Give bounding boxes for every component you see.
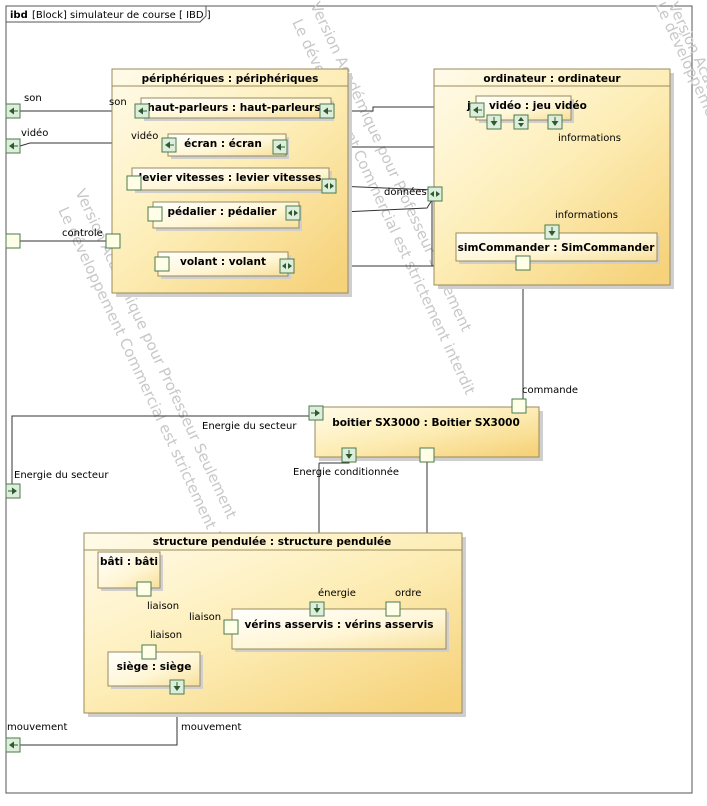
port-verins-ordre[interactable] [385, 601, 401, 617]
ports [5, 102, 563, 753]
frame-title: [Block] simulateur de course [ IBD ] [32, 10, 211, 21]
port-controle-peripheriques[interactable] [105, 233, 121, 249]
port-jeu-video-son[interactable] [469, 102, 485, 118]
port-siege-mouvement[interactable] [169, 679, 185, 695]
port-verins-energie[interactable] [309, 601, 325, 617]
label-son-inner: son [109, 97, 127, 108]
label-liaison-1: liaison [147, 601, 179, 612]
port-jeu-video-informations[interactable] [547, 114, 563, 130]
part-levier-vitesses[interactable]: levier vitesses : levier vitesses [131, 167, 332, 193]
port-son-peripheriques[interactable] [134, 103, 150, 119]
label-energie-secteur-1: Energie du secteur [202, 421, 297, 432]
label-liaison-2: liaison [189, 612, 221, 623]
port-pedalier-controle[interactable] [147, 206, 163, 222]
port-boitier-ordre[interactable] [419, 447, 435, 463]
label-son-outer: son [24, 93, 42, 104]
part-title: simCommander : SimCommander [458, 242, 656, 254]
block-title: périphériques : périphériques [142, 73, 319, 85]
port-boitier-commande[interactable] [511, 398, 527, 414]
part-bati[interactable]: bâti : bâti [97, 551, 163, 591]
label-controle: controle [62, 228, 103, 239]
port-mouvement-outer[interactable] [5, 737, 21, 753]
label-energie-secteur-2: Energie du secteur [14, 470, 109, 481]
port-volant-controle[interactable] [154, 256, 170, 272]
label-liaison-3: liaison [150, 630, 182, 641]
port-verins-liaison[interactable] [223, 619, 239, 635]
part-verins-asservis[interactable]: vérins asservis : vérins asservis [231, 608, 449, 652]
port-boitier-energie-conditionnee[interactable] [341, 447, 357, 463]
block-title: structure pendulée : structure pendulée [153, 536, 392, 548]
port-controle-outer[interactable] [5, 233, 21, 249]
port-jeu-video-donnees[interactable] [513, 114, 529, 130]
part-title: levier vitesses : levier vitesses [139, 172, 322, 184]
port-levier-donnees[interactable] [321, 178, 337, 194]
port-video-peripheriques[interactable] [161, 137, 177, 153]
part-title: pédalier : pédalier [168, 206, 278, 218]
label-video-outer: vidéo [21, 127, 48, 139]
part-haut-parleurs[interactable]: haut-parleurs : haut-parleurs [140, 97, 334, 121]
port-energie-secteur-outer[interactable] [5, 483, 21, 499]
part-title: vérins asservis : vérins asservis [245, 619, 434, 631]
port-haut-parleurs-out[interactable] [319, 103, 335, 119]
port-video-outer[interactable] [5, 138, 21, 154]
part-title: volant : volant [180, 256, 266, 268]
label-informations-1: informations [558, 133, 621, 144]
label-video-inner: vidéo [131, 130, 158, 142]
label-mouvement-outer: mouvement [7, 722, 67, 733]
part-title: siège : siège [117, 661, 192, 673]
part-ecran[interactable]: écran : écran [167, 133, 289, 159]
port-volant-donnees[interactable] [279, 258, 295, 274]
label-donnees: données [384, 186, 427, 198]
port-bati-liaison[interactable] [136, 581, 152, 597]
port-simcommander-informations[interactable] [544, 224, 560, 240]
part-siege[interactable]: siège : siège [107, 651, 203, 689]
port-pedalier-donnees[interactable] [285, 205, 301, 221]
port-donnees-ordinateur[interactable] [427, 186, 443, 202]
port-boitier-energie-secteur[interactable] [308, 405, 324, 421]
part-volant[interactable]: volant : volant [157, 251, 291, 279]
port-ecran-out[interactable] [272, 139, 288, 155]
part-title: bâti : bâti [100, 556, 158, 568]
label-energie-conditionnee: Energie conditionnée [293, 466, 399, 478]
label-mouvement-inner: mouvement [181, 722, 241, 733]
label-ordre: ordre [395, 588, 421, 599]
port-jeu-video-video[interactable] [486, 114, 502, 130]
block-title: boitier SX3000 : Boitier SX3000 [332, 417, 520, 429]
part-title: jeu vidéo : jeu vidéo [466, 100, 587, 112]
label-informations-2: informations [555, 210, 618, 221]
frame-tag: ibd [10, 10, 28, 21]
port-levier-controle[interactable] [126, 175, 142, 191]
port-simcommander-commande[interactable] [515, 255, 531, 271]
port-son-outer[interactable] [5, 103, 21, 119]
label-energie: énergie [318, 587, 356, 599]
part-pedalier[interactable]: pédalier : pédalier [152, 201, 302, 231]
port-siege-liaison[interactable] [141, 644, 157, 660]
label-commande: commande [522, 385, 578, 396]
part-title: haut-parleurs : haut-parleurs [147, 102, 320, 114]
block-title: ordinateur : ordinateur [483, 73, 621, 85]
labels: son son vidéo vidéo informations informa… [7, 93, 621, 733]
part-title: écran : écran [184, 138, 262, 150]
